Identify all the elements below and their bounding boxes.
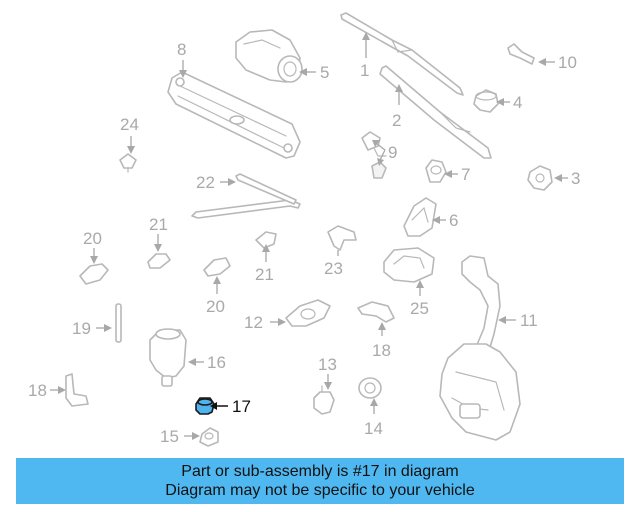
part-14-grommet: 14 (358, 377, 383, 438)
callout-8: 8 (177, 40, 186, 59)
callout-24: 24 (120, 115, 139, 134)
callout-10: 10 (558, 53, 577, 72)
info-banner: Part or sub-assembly is #17 in diagram D… (16, 458, 624, 504)
callout-21-right: 21 (255, 265, 274, 284)
part-10-bracket: 10 (507, 43, 577, 72)
banner-line-2: Diagram may not be specific to your vehi… (165, 482, 475, 499)
callout-13: 13 (318, 355, 337, 374)
part-1-wiper-blade: 1 (340, 12, 464, 96)
callout-2: 2 (392, 111, 401, 130)
part-23-connector: 23 (324, 225, 357, 278)
callout-20-left: 20 (83, 229, 102, 248)
part-19-hose: 19 (72, 303, 122, 343)
part-8-wiper-linkage: 8 (167, 40, 301, 159)
callout-18-right: 18 (372, 341, 391, 360)
callout-19: 19 (72, 319, 91, 338)
callout-18-left: 18 (28, 381, 47, 400)
part-5-wiper-motor: 5 (235, 29, 329, 83)
part-16-washer-pump: 16 (149, 328, 226, 387)
part-11-washer-reservoir: 11 (439, 255, 538, 441)
part-22-washer-hose: 22 (191, 173, 301, 219)
callout-23: 23 (324, 259, 343, 278)
part-2-wiper-arm: 2 (379, 65, 492, 159)
callout-1: 1 (360, 61, 369, 80)
callout-3: 3 (571, 169, 580, 188)
part-9-clip: 9 (361, 131, 397, 179)
callout-14: 14 (364, 419, 383, 438)
part-18-elbow-left: 18 (28, 373, 89, 407)
part-6-nozzle-bracket: 6 (403, 197, 458, 237)
banner-line-1: Part or sub-assembly is #17 in diagram (181, 463, 459, 480)
callout-22: 22 (196, 173, 215, 192)
part-12-seal: 12 (244, 299, 331, 332)
part-3-nut: 3 (527, 165, 580, 191)
part-21-nozzle-right: 21 (255, 231, 277, 284)
part-7-grommet: 7 (425, 159, 470, 184)
callout-7: 7 (461, 165, 470, 184)
callout-17: 17 (232, 397, 251, 416)
callout-15: 15 (160, 427, 179, 446)
callout-25: 25 (410, 299, 429, 318)
part-18-elbow-right: 18 (357, 301, 395, 360)
part-4-arm-cap: 4 (473, 89, 522, 113)
callout-9: 9 (388, 143, 397, 162)
callout-4: 4 (513, 93, 522, 112)
callout-20-middle: 20 (206, 297, 225, 316)
callout-21-left: 21 (149, 215, 168, 234)
part-20-jet-left: 20 (79, 229, 109, 285)
callout-5: 5 (320, 63, 329, 82)
callout-12: 12 (244, 313, 263, 332)
callout-16: 16 (207, 353, 226, 372)
callout-11: 11 (520, 311, 538, 330)
part-17-grommet-highlighted: 17 (195, 397, 251, 416)
part-15-grommet: 15 (160, 427, 219, 447)
part-13-level-sensor: 13 (313, 355, 337, 415)
part-24-clip: 24 (119, 115, 139, 173)
part-25-seal: 25 (383, 247, 435, 318)
part-21-nozzle-left: 21 (147, 215, 171, 269)
part-20-jet-middle: 20 (203, 257, 231, 316)
callout-6: 6 (449, 211, 458, 230)
